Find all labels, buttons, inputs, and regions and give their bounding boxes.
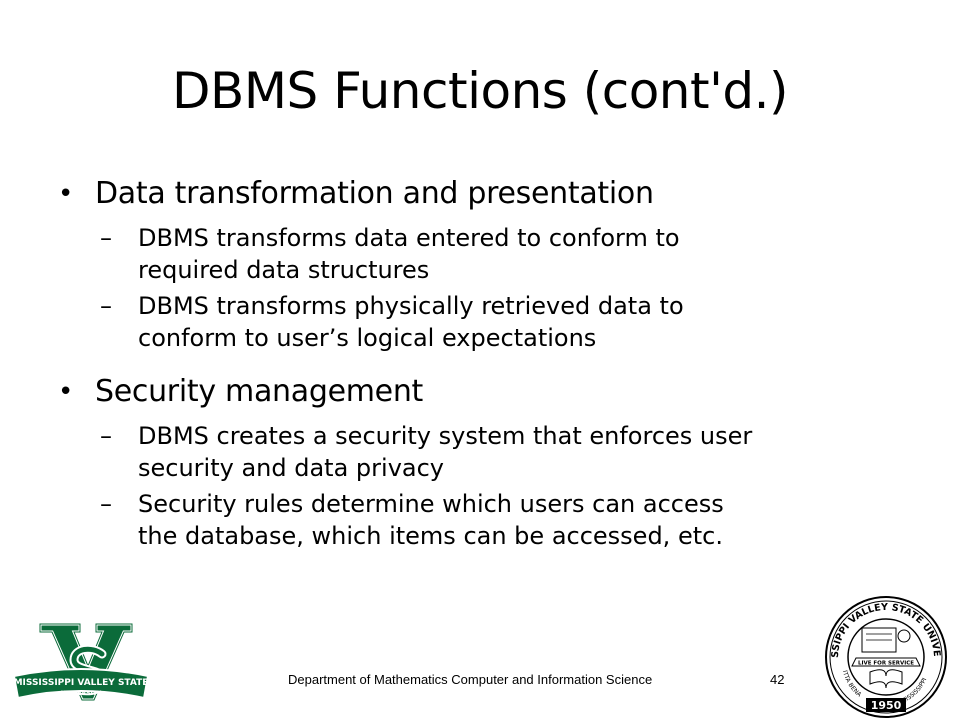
sub-bullet-line: required data structures — [138, 256, 430, 284]
sub-bullet-line: security and data privacy — [138, 454, 444, 482]
sub-bullet-item: – Security rules determine which users c… — [58, 488, 918, 552]
bullet-item-1: • Data transformation and presentation — [58, 170, 918, 218]
university-seal-icon: MISSISSIPPI VALLEY STATE UNIVERSITY ITTA… — [822, 596, 947, 718]
sub-bullet-item: – DBMS creates a security system that en… — [58, 420, 918, 484]
sub-bullet-line: conform to user’s logical expectations — [138, 324, 597, 352]
sub-bullet-line: the database, which items can be accesse… — [138, 522, 723, 550]
dash-icon: – — [100, 224, 112, 252]
bullet-icon: • — [58, 179, 74, 209]
sub-bullet-item: – DBMS transforms physically retrieved d… — [58, 290, 918, 354]
dash-icon: – — [100, 422, 112, 450]
slide-body: • Data transformation and presentation –… — [58, 170, 918, 556]
dash-icon: – — [100, 292, 112, 320]
page-number: 42 — [770, 672, 785, 687]
footer-text: Department of Mathematics Computer and I… — [288, 672, 653, 687]
sub-bullet-line: Security rules determine which users can… — [138, 490, 724, 518]
logo-text-2: UNIVERSITY — [61, 690, 102, 697]
university-v-logo-icon: MISSISSIPPI VALLEY STATE UNIVERSITY — [12, 622, 150, 702]
sub-bullet-line: DBMS transforms data entered to conform … — [138, 224, 680, 252]
bullet-icon: • — [58, 377, 74, 407]
bullet-item-2: • Security management — [58, 368, 918, 416]
sub-bullet-line: DBMS creates a security system that enfo… — [138, 422, 753, 450]
dash-icon: – — [100, 490, 112, 518]
slide-title: DBMS Functions (cont'd.) — [172, 62, 788, 120]
seal-band-text: LIVE FOR SERVICE — [858, 661, 914, 667]
bullet-text: Security management — [95, 374, 423, 409]
logo-text: MISSISSIPPI VALLEY STATE — [14, 678, 149, 688]
sub-bullet-item: – DBMS transforms data entered to confor… — [58, 222, 918, 286]
seal-year: 1950 — [871, 699, 902, 712]
bullet-text: Data transformation and presentation — [95, 176, 654, 211]
sub-bullet-line: DBMS transforms physically retrieved dat… — [138, 292, 684, 320]
